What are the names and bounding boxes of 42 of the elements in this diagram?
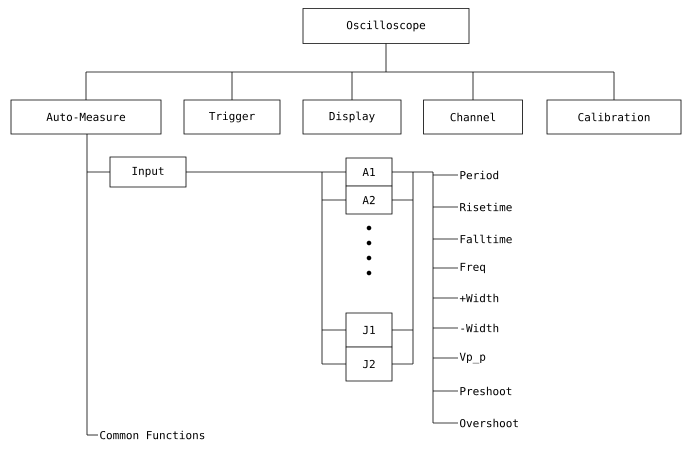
connector-line [432,390,458,392]
process-box: J1 [346,312,392,348]
item-label: Vp_p [460,352,486,364]
process-box: Input [110,156,186,188]
process-box: A1 [346,158,392,186]
connector-line [86,134,88,172]
process-box: Display [302,100,402,134]
connector-line [432,328,434,358]
connector-line [432,206,458,208]
process-box: Oscilloscope [302,8,470,44]
item-label: Period [460,170,498,180]
connector-line [432,174,434,208]
connector-line [86,172,88,436]
item-label: Common Functions [100,430,204,440]
connector-line [432,238,434,268]
connector-line [432,358,434,392]
process-box: Channel [423,100,523,134]
connector-line [432,268,434,298]
connector-line [432,238,458,240]
connector-line [412,172,414,200]
process-box: Auto-Measure [10,100,162,134]
connector-line [412,330,414,364]
connector-line [432,206,434,240]
process-box: J2 [346,346,392,382]
connector-line [86,434,98,436]
item-label: Preshoot [460,386,512,396]
connector-line [472,72,474,100]
connector-line [432,298,434,328]
process-box: Calibration [546,100,682,134]
item-label: Falltime [460,234,512,244]
connector-line [412,200,414,330]
connector-line [432,422,458,424]
item-label: Freq [460,262,485,274]
item-label: Risetime [460,202,512,212]
process-box: A2 [346,186,392,214]
item-label: +Width [460,294,498,302]
connector-line [432,174,458,176]
item-label: Overshoot [460,418,518,428]
item-label: -Width [461,324,498,332]
connector-line [432,390,434,424]
connector-line [432,172,434,176]
process-box: Trigger [184,100,280,134]
